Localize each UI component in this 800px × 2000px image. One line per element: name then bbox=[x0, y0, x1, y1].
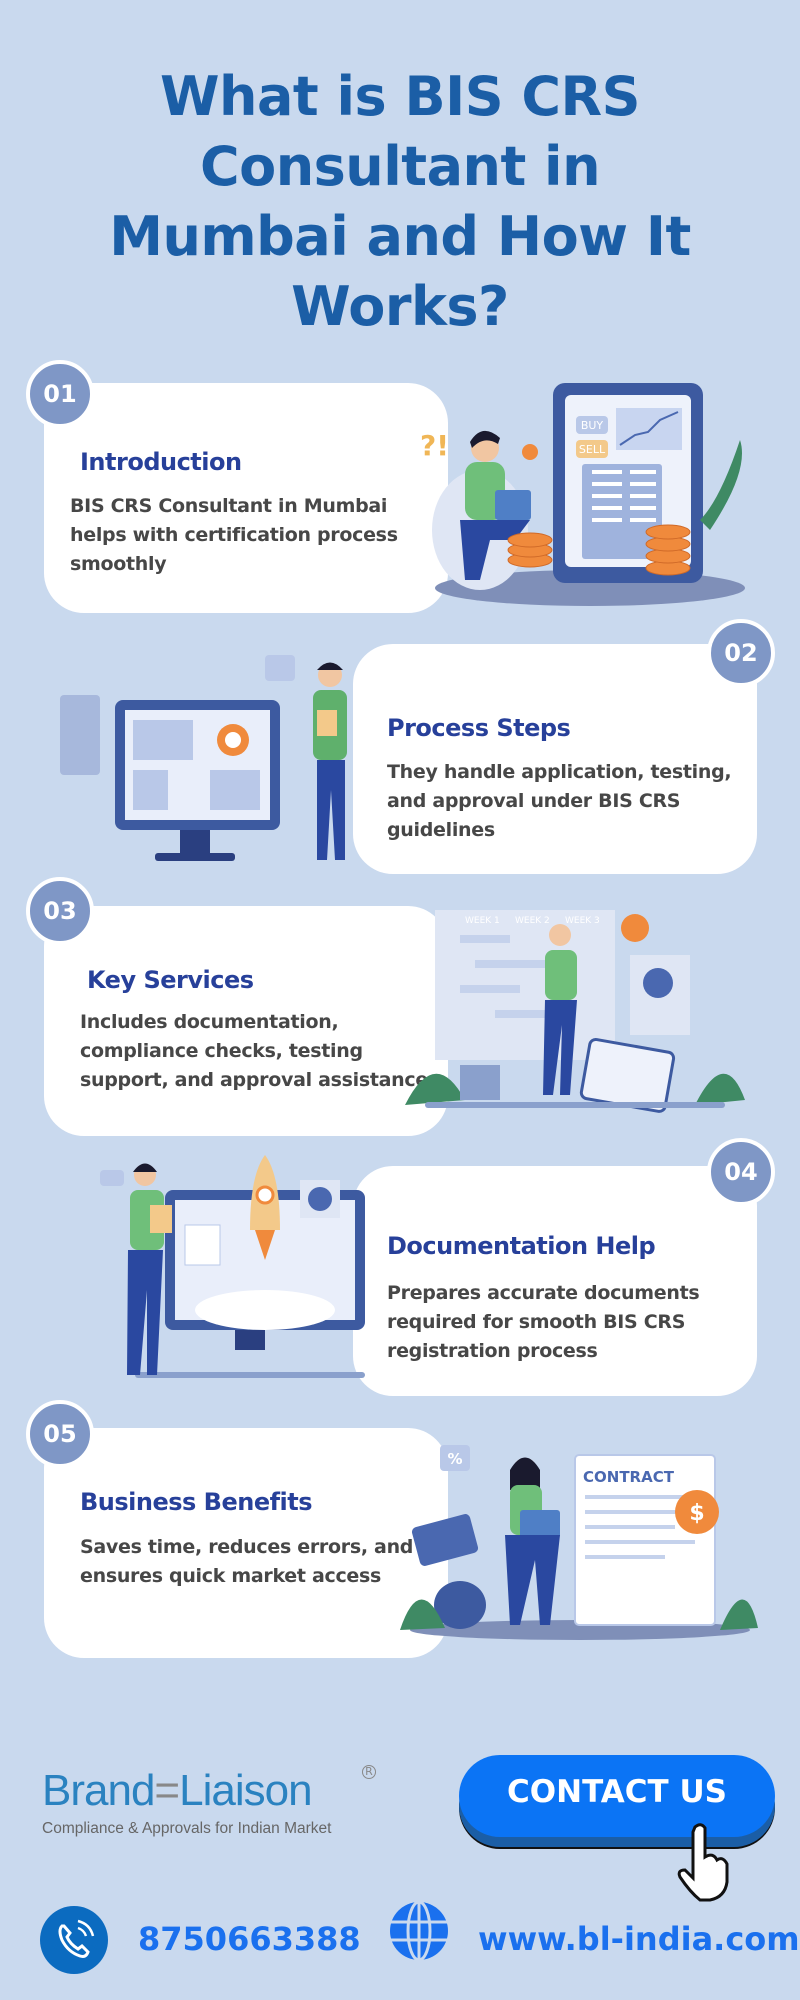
svg-text:WEEK 1: WEEK 1 bbox=[465, 916, 500, 926]
pointer-hand-icon bbox=[677, 1823, 729, 1902]
brand-logo: Brand=Liaison bbox=[42, 1766, 313, 1815]
section-heading: Documentation Help bbox=[387, 1232, 656, 1260]
svg-text:$: $ bbox=[689, 1501, 704, 1526]
registered-mark: R bbox=[362, 1765, 376, 1779]
step-badge: 03 bbox=[26, 877, 94, 945]
contact-us-button[interactable]: CONTACT US bbox=[459, 1755, 775, 1837]
section-heading: Process Steps bbox=[387, 714, 571, 742]
section-card-business-benefits bbox=[44, 1428, 448, 1658]
section-heading: Key Services bbox=[87, 966, 254, 994]
section-body: Prepares accurate documents required for… bbox=[387, 1282, 700, 1362]
section-body: Includes documentation, compliance check… bbox=[80, 1011, 428, 1091]
step-badge: 05 bbox=[26, 1400, 94, 1468]
page-title: What is BIS CRS Consultant in Mumbai and… bbox=[80, 62, 720, 342]
svg-text:SELL: SELL bbox=[579, 443, 606, 456]
svg-text:?!: ?! bbox=[420, 429, 449, 462]
globe-icon bbox=[390, 1900, 448, 1962]
brand-tagline: Compliance & Approvals for Indian Market bbox=[42, 1820, 332, 1837]
section-card-process-steps bbox=[353, 644, 757, 874]
rocket-launch-illustration bbox=[100, 1155, 365, 1378]
section-body: They handle application, testing, and ap… bbox=[387, 761, 732, 841]
title-line: Mumbai and How It bbox=[109, 205, 691, 268]
section-card-key-services bbox=[44, 906, 448, 1136]
section-card-introduction bbox=[44, 383, 448, 613]
svg-text:WEEK 2: WEEK 2 bbox=[515, 916, 550, 926]
svg-text:WEEK 3: WEEK 3 bbox=[565, 916, 600, 926]
section-card-documentation-help bbox=[353, 1166, 757, 1396]
section-heading: Introduction bbox=[80, 448, 242, 476]
title-line: Works? bbox=[291, 275, 509, 338]
section-body: Saves time, reduces errors, and ensures … bbox=[80, 1536, 414, 1587]
section-heading: Business Benefits bbox=[80, 1488, 313, 1516]
step-badge: 01 bbox=[26, 360, 94, 428]
step-badge: 02 bbox=[707, 619, 775, 687]
website-link[interactable]: www.bl-india.com bbox=[478, 1920, 800, 1958]
schedule-illustration: WEEK 1 WEEK 2 WEEK 3 bbox=[405, 910, 745, 1113]
trading-illustration: BUY SELL ?! bbox=[420, 383, 745, 606]
svg-text:%: % bbox=[447, 1450, 462, 1468]
contract-illustration: % CONTRACT $ bbox=[400, 1445, 758, 1640]
phone-icon bbox=[40, 1906, 108, 1974]
title-line: What is BIS CRS bbox=[159, 65, 641, 128]
svg-text:BUY: BUY bbox=[581, 419, 604, 432]
title-line: Consultant in bbox=[199, 135, 601, 198]
svg-text:CONTRACT: CONTRACT bbox=[583, 1468, 675, 1486]
step-badge: 04 bbox=[707, 1138, 775, 1206]
phone-number[interactable]: 8750663388 bbox=[138, 1920, 361, 1958]
section-body: BIS CRS Consultant in Mumbai helps with … bbox=[70, 495, 398, 575]
presentation-illustration bbox=[60, 655, 347, 861]
